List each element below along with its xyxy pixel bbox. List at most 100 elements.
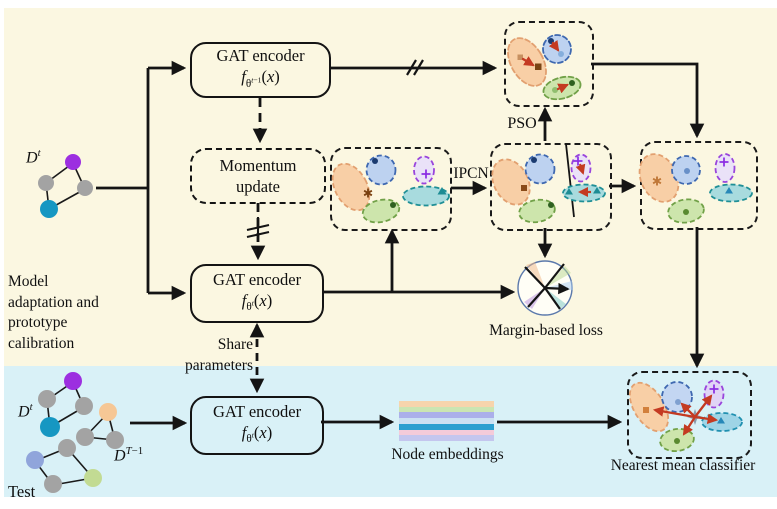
- margin-loss-label: Margin-based loss: [489, 322, 603, 339]
- graph-node-purple: [64, 372, 82, 390]
- no-direct-update-icon: [246, 217, 270, 239]
- dot-marker: [390, 202, 396, 208]
- gat-encoder-old-box: GAT encoder fθt−1(x): [190, 42, 331, 98]
- graph-node-teal: [40, 200, 58, 218]
- triangle-marker: [565, 188, 573, 195]
- embedding-stripe: [399, 401, 494, 407]
- blue-cluster: [661, 381, 693, 413]
- blue-cluster: [365, 154, 397, 186]
- prototype-set-initial: [331, 154, 450, 224]
- gat-encoder-new-formula: fθt(x): [241, 290, 273, 314]
- shift-arrow: [575, 163, 586, 175]
- share-parameters-label: Share parameters: [150, 334, 253, 376]
- graph-node-gray: [106, 431, 124, 449]
- embedding-stripe: [399, 412, 494, 419]
- phase-label-line: calibration: [8, 334, 75, 352]
- old-prototype-marker: [517, 54, 523, 60]
- blue-cluster: [524, 153, 556, 185]
- phase-label-train: Model adaptation and prototype calibrati…: [8, 272, 136, 354]
- dataset-graphs-test: [26, 372, 124, 493]
- dataset-label-train: Dt: [26, 147, 41, 167]
- plus-marker-icon: [709, 384, 719, 394]
- teal-cluster: [402, 185, 450, 207]
- graph-node-purple: [65, 154, 81, 170]
- graph-node-green: [84, 469, 102, 487]
- phase-label-line: adaptation and: [8, 293, 99, 311]
- nearest-mean-classifier-label: Nearest mean classifier: [610, 457, 756, 474]
- plus-marker-icon: [421, 169, 431, 179]
- flow-arrows: [96, 60, 705, 431]
- shift-arrow: [548, 40, 560, 52]
- phase-label-line: Model: [8, 273, 49, 290]
- shift-arrow: [556, 83, 569, 94]
- gat-encoder-test-formula: fθt(x): [241, 422, 273, 446]
- gat-encoder-new-box: GAT encoder fθt(x): [190, 264, 324, 323]
- dot-marker: [675, 399, 681, 405]
- graph-node-periwinkle: [26, 451, 44, 469]
- prototype-set-final-box: [640, 141, 758, 230]
- orange-cluster: [331, 162, 371, 212]
- star-marker-icon: [652, 176, 662, 186]
- graph-node-gray: [38, 390, 56, 408]
- share-parameters-line1: Share: [217, 336, 253, 353]
- graph-node-gray: [77, 180, 93, 196]
- plus-marker-icon: [719, 157, 729, 167]
- gat-encoder-old-title: GAT encoder: [216, 46, 305, 66]
- gat-encoder-old-formula: fθt−1(x): [241, 67, 280, 90]
- embedding-stripe: [399, 435, 494, 442]
- embedding-stripe: [399, 423, 494, 430]
- momentum-update-box: Momentum update: [190, 148, 326, 204]
- graph-node-gray: [58, 439, 76, 457]
- nearest-mean-classifier: [628, 379, 743, 453]
- triangle-marker: [437, 187, 447, 195]
- dot-marker: [531, 157, 537, 163]
- share-parameters-line2: parameters: [185, 357, 253, 374]
- embedding-stripe: [399, 418, 494, 424]
- dot-marker: [684, 168, 690, 174]
- square-marker: [521, 185, 527, 191]
- graph-node-gray: [76, 428, 94, 446]
- purple-cluster: [413, 155, 435, 185]
- loss-spokes: [524, 263, 570, 310]
- green-cluster: [518, 198, 556, 224]
- momentum-update-line1: Momentum: [219, 156, 297, 175]
- pso-label: PSO: [507, 115, 537, 132]
- square-marker: [643, 407, 649, 413]
- node-embeddings-label: Node embeddings: [391, 446, 504, 463]
- old-prototype-marker: [552, 87, 558, 93]
- new-prototype-marker: [558, 51, 564, 57]
- graph-node-gray: [75, 397, 93, 415]
- graph-node-peach: [99, 403, 117, 421]
- purple-cluster: [714, 153, 736, 183]
- margin-loss-icon: [517, 260, 573, 316]
- embedding-stripe: [399, 429, 494, 436]
- dot-marker: [674, 438, 680, 444]
- phase-label-test: Test: [8, 482, 36, 501]
- gat-encoder-new-title: GAT encoder: [212, 269, 302, 289]
- graph-node-teal: [40, 417, 60, 437]
- stop-gradient-slash-icon: [406, 59, 424, 76]
- dataset-label-test-prev: DT−1: [114, 445, 144, 465]
- shift-arrow: [521, 56, 535, 67]
- prototype-set-shifted: [507, 34, 582, 101]
- star-marker-icon: [363, 188, 373, 198]
- graph-node-gray: [44, 475, 62, 493]
- graph-node-gray: [38, 175, 54, 191]
- prototype-set-calibrated: [491, 143, 606, 224]
- distance-arrows: [652, 394, 719, 436]
- dot-marker: [548, 202, 554, 208]
- embedding-stripe: [399, 406, 494, 413]
- phase-label-line: prototype: [8, 314, 68, 331]
- dot-marker: [372, 158, 378, 164]
- dataset-label-test-current: Dt: [18, 401, 33, 421]
- calibration-divider-line: [565, 143, 575, 218]
- ipcn-label: IPCN: [453, 165, 489, 182]
- triangle-marker: [725, 187, 733, 194]
- dot-marker: [683, 209, 689, 215]
- dataset-graph-train: [38, 154, 93, 218]
- new-prototype-marker: [569, 80, 575, 86]
- node-embeddings-stack: [399, 401, 494, 442]
- arrow-shifted-to-final: [591, 62, 705, 139]
